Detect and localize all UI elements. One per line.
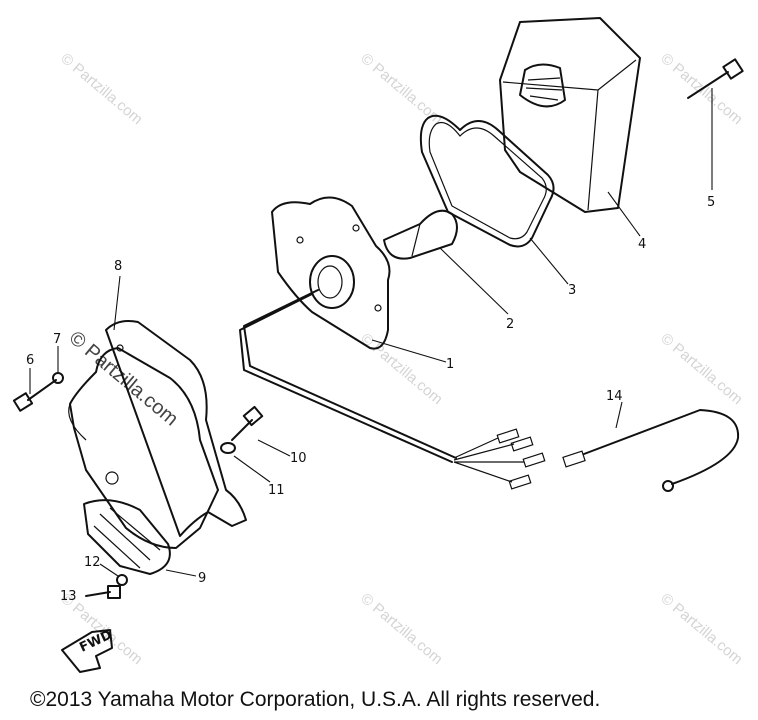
callout-8: 8 [114, 259, 122, 274]
watermark: © Partzilla.com [657, 330, 745, 408]
license-lens-icon [83, 499, 171, 575]
leader-lines [29, 88, 713, 577]
copyright-notice: ©2013 Yamaha Motor Corporation, U.S.A. A… [30, 688, 601, 711]
callout-13: 13 [60, 589, 77, 604]
callout-5: 5 [707, 195, 715, 210]
callout-10: 10 [290, 451, 307, 466]
callout-12: 12 [84, 555, 101, 570]
callout-3: 3 [568, 283, 576, 298]
watermark: © Partzilla.com [57, 50, 145, 128]
callout-6: 6 [26, 353, 34, 368]
screw-icon [687, 58, 744, 99]
lens-gasket-icon [419, 114, 555, 248]
base-plate-icon [271, 196, 391, 350]
ground-wire-icon [562, 409, 740, 492]
callout-2: 2 [506, 317, 514, 332]
taillight-lens-icon [499, 17, 641, 213]
watermark: © Partzilla.com [657, 590, 745, 668]
fwd-arrow-icon: FWD [61, 628, 115, 673]
callout-1: 1 [446, 357, 454, 372]
side-bolt-icon [220, 405, 264, 454]
watermark: © Partzilla.com [357, 330, 445, 408]
callout-9: 9 [198, 571, 206, 586]
callout-14: 14 [606, 389, 623, 404]
callout-7: 7 [53, 332, 61, 347]
wiring-harness-icon [239, 289, 546, 490]
callout-11: 11 [268, 483, 285, 498]
watermark: © Partzilla.com [357, 590, 445, 668]
callout-4: 4 [638, 237, 646, 252]
bulb-icon [383, 209, 458, 260]
callout-numbers: 1 2 3 4 5 6 7 8 9 10 11 12 13 14 [26, 195, 715, 604]
nut-icon [85, 574, 128, 599]
watermark-layer: © Partzilla.com © Partzilla.com © Partzi… [57, 50, 745, 668]
bolt-icon [12, 372, 64, 412]
tail-cover-icon [68, 347, 219, 549]
